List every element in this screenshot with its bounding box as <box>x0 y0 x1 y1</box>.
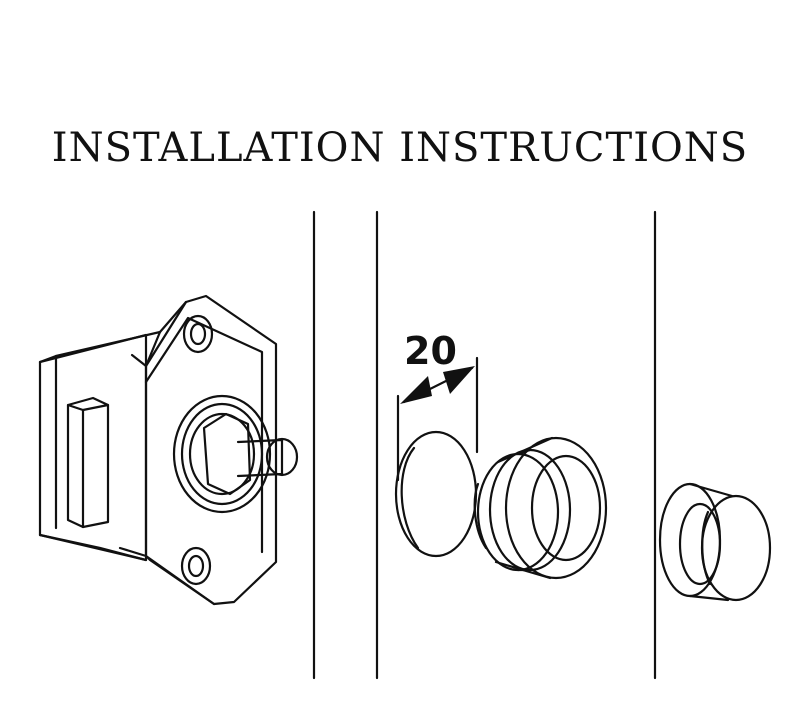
drilled-hole-illustration: 20 <box>394 329 608 580</box>
dimension-arrow-left <box>400 376 432 404</box>
latch-hex-nut <box>202 412 252 496</box>
top-screw-hole <box>182 314 214 354</box>
drilled-hole <box>394 430 478 558</box>
knob-cap <box>700 494 772 602</box>
bushing-sleeve <box>473 436 608 580</box>
latch-slot <box>66 396 110 529</box>
bottom-screw-hole <box>180 546 212 586</box>
dimension-label: 20 <box>404 329 457 373</box>
latch-body-illustration <box>38 294 299 606</box>
latch-plunger <box>236 438 284 478</box>
dimension-arrow-right <box>443 366 475 394</box>
latch-boss-outer <box>172 394 272 514</box>
page-title: INSTALLATION INSTRUCTIONS <box>51 125 749 171</box>
button-knob-illustration <box>658 482 772 602</box>
